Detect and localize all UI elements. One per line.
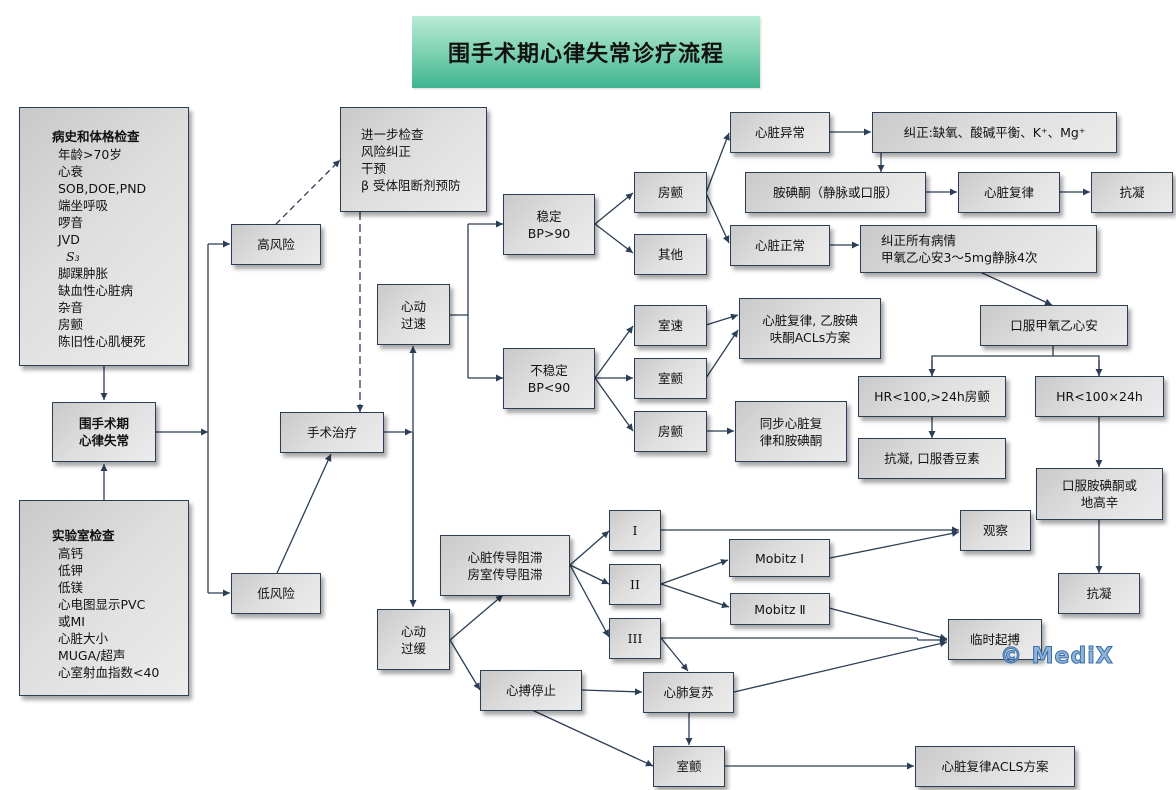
history-item: 年龄>70岁 [58,147,122,162]
history-item: JVD [58,232,80,247]
lab-item: 心电图显示PVC [58,597,146,612]
node-oral-metoprolol: 口服甲氧乙心安 [980,305,1128,346]
flowchart-title: 围手术期心律失常诊疗流程 [412,16,760,88]
node-hr-lt100-gt24h: HR<100,>24h房颤 [858,376,1006,417]
history-item: S₃ [66,249,80,264]
node-stable: 稳定 BP>90 [503,194,595,255]
node-low-risk: 低风险 [231,573,321,614]
arrow-brady-to-conduction-block [449,594,504,641]
node-correct-hypoxia: 纠正:缺氧、酸碱平衡、K⁺、Mg⁺ [872,112,1117,153]
node-degree-2: II [609,564,661,605]
lab-exam-box: 实验室检查 高钙 低钾 低镁 心电图显示PVC 或MI 心脏大小 MUGA/超声… [19,500,189,696]
node-heart-abnormal: 心脏异常 [730,112,830,153]
history-heading: 病史和体格检查 [52,129,140,144]
arrow-unstable-to-vt [594,325,634,379]
arrow-af-to-heart-abnormal [705,132,730,194]
lab-item: 低钾 [58,563,84,578]
node-anticoag-warfarin: 抗凝, 口服香豆素 [858,438,1006,479]
node-bradycardia: 心动 过缓 [377,609,450,670]
lab-item: 心脏大小 [58,631,109,646]
node-correct-all: 纠正所有病情 甲氧乙心安3～5mg静脉4次 [860,225,1097,273]
arrow-block-to-deg3 [569,564,610,638]
arrow-correct-all-to-oral-metoprolol [979,271,1053,306]
node-conduction-block: 心脏传导阻滞 房室传导阻滞 [440,535,570,596]
history-item: 啰音 [58,215,84,230]
arrow-mobitz2-to-pacing [828,607,948,641]
lab-item: 或MI [58,614,85,629]
node-cardioversion-acls: 心脏复律, 乙胺碘 呋酮ACLs方案 [739,298,881,359]
node-high-risk: 高风险 [231,224,321,265]
history-item: 心衰 [58,164,84,179]
history-item: 缺血性心脏病 [58,283,134,298]
node-amiodarone: 胺碘酮（静脉或口服） [745,172,926,213]
node-anticoag-top: 抗凝 [1091,172,1173,213]
node-temp-pacing: 临时起搏 [948,619,1042,660]
node-heart-normal: 心脏正常 [730,225,830,266]
arrow-vt-to-cardioversion-acls [705,313,739,326]
node-unstable: 不稳定 BP<90 [503,348,595,409]
history-item: 脚踝肿胀 [58,266,109,281]
node-af-stable: 房颤 [634,172,707,213]
arrow-stable-to-other [594,223,634,254]
arrow-deg3-to-pacing [661,636,947,644]
arrow-block-to-deg1 [569,530,610,566]
node-other: 其他 [634,234,707,275]
node-cardioversion: 心脏复律 [958,172,1060,213]
arrow-stable-to-af [594,192,634,225]
node-sync-cardioversion: 同步心脏复 律和胺碘酮 [735,401,847,462]
history-item: 杂音 [58,300,84,315]
arrow-cpr-to-pacing [733,640,948,693]
arrow-brady-to-cardiac-arrest [449,639,481,691]
history-item: 端坐呼吸 [58,198,109,213]
history-item: 房颤 [58,317,84,332]
history-item: 陈旧性心肌梗死 [58,334,146,349]
arrow-vf-to-cardioversion-acls [705,329,739,379]
history-exam-box: 病史和体格检查 年龄>70岁 心衰 SOB,DOE,PND 端坐呼吸 啰音 JV… [19,107,189,366]
node-mobitz-2: Mobitz Ⅱ [730,593,830,625]
node-oral-amio-digoxin: 口服胺碘酮或 地高辛 [1036,468,1163,520]
node-af-unstable: 房颤 [634,411,707,452]
arrow-deg2-to-mobitz2 [660,583,730,609]
node-observe: 观察 [960,510,1031,551]
arrow-block-to-deg2 [569,564,610,585]
arrow-deg2-to-mobitz1 [660,559,729,585]
lab-item: 低镁 [58,580,84,595]
node-tachycardia: 心动 过速 [377,284,450,345]
arrow-af-to-heart-normal [705,192,730,244]
lab-item: 高钙 [58,546,84,561]
lab-item: 心室射血指数<40 [58,665,160,680]
node-anticoag-bottom: 抗凝 [1058,573,1140,614]
node-mobitz-1: Mobitz Ⅰ [729,539,830,577]
arrow-mobitz1-to-observe [829,529,960,559]
arrow-high-risk-to-further-exam [275,159,341,225]
history-item: SOB,DOE,PND [58,181,147,196]
arrow-low-risk-to-surgery [276,453,332,574]
lab-item: MUGA/超声 [58,648,126,663]
node-hr-lt100-x24h: HR<100×24h [1035,376,1164,417]
node-surgery: 手术治疗 [280,412,384,453]
node-cardiac-arrest: 心搏停止 [480,670,582,711]
arrow-arrest-to-cpr [581,688,643,696]
arrow-deg3-to-cpr [660,637,689,672]
node-vt: 室速 [634,305,707,346]
arrow-arrest-to-vf [531,709,654,767]
lab-heading: 实验室检查 [52,528,115,543]
node-vf-arrest: 室颤 [653,746,725,787]
node-cpr: 心肺复苏 [643,672,734,713]
node-degree-3: III [609,618,661,659]
node-vf-unstable: 室颤 [634,358,707,399]
node-further-exam: 进一步检查 风险纠正 干预 β 受体阻断剂预防 [340,107,487,212]
node-cardioversion-acls-2: 心脏复律ACLS方案 [915,746,1075,787]
node-degree-1: I [609,510,661,551]
node-perioperative: 围手术期 心律失常 [52,402,156,462]
arrow-unstable-to-af [594,377,634,432]
medix-watermark: © MediX [1000,644,1114,670]
